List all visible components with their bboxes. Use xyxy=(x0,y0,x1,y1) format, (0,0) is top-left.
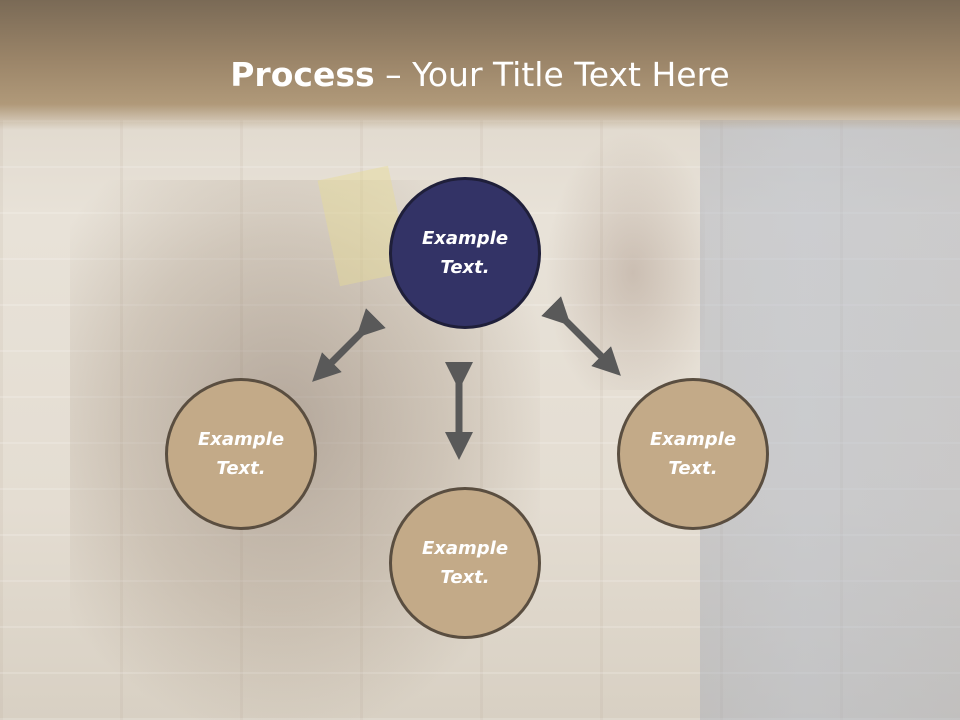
node-left[interactable]: Example Text. xyxy=(165,378,317,530)
title-bold: Process xyxy=(230,55,375,94)
node-top-label: Example Text. xyxy=(421,228,509,278)
node-bottom-label: Example Text. xyxy=(421,538,509,588)
title-rest: – Your Title Text Here xyxy=(374,55,730,94)
node-bottom[interactable]: Example Text. xyxy=(389,487,541,639)
node-right-label: Example Text. xyxy=(649,429,737,479)
node-left-label: Example Text. xyxy=(197,429,285,479)
title-bar xyxy=(0,0,960,130)
node-top[interactable]: Example Text. xyxy=(389,177,541,329)
node-right[interactable]: Example Text. xyxy=(617,378,769,530)
slide-title: Process – Your Title Text Here xyxy=(0,55,960,95)
background-fist xyxy=(545,130,705,390)
